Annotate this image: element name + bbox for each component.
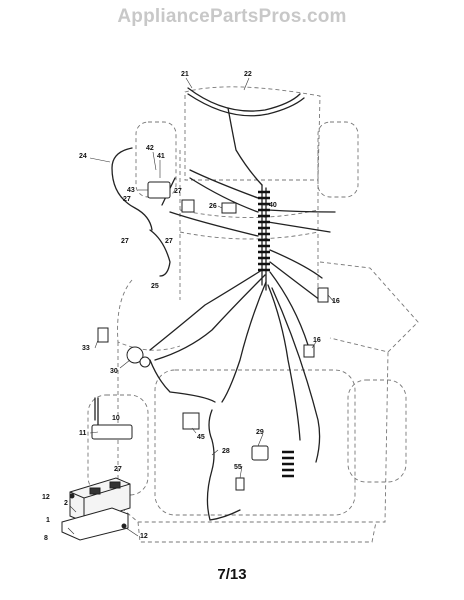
callout-27: 27: [165, 238, 173, 245]
callout-30: 30: [110, 368, 118, 375]
callout-40: 40: [269, 202, 277, 209]
callout-10: 10: [112, 415, 120, 422]
ignition-switch: [147, 181, 171, 199]
callout-27: 27: [121, 238, 129, 245]
callout-27: 27: [174, 188, 182, 195]
callout-55: 55: [234, 464, 242, 471]
tractor-outline: [87, 86, 419, 543]
starter-solenoid: [126, 346, 144, 364]
callout-22: 22: [244, 71, 252, 78]
callout-21: 21: [181, 71, 189, 78]
callout-24: 24: [79, 153, 87, 160]
callout-12: 12: [140, 533, 148, 540]
callout-11: 11: [79, 430, 87, 437]
callout-45: 45: [197, 434, 205, 441]
watermark: AppliancePartsPros.com: [117, 6, 347, 27]
callout-labels: 21 22 24 42 41 43 27 27 27 27 26 40 25 1…: [42, 71, 340, 542]
battery-tray: [61, 507, 129, 541]
callout-42: 42: [146, 145, 154, 152]
callout-26: 26: [209, 203, 217, 210]
fuse-holder: [221, 202, 237, 214]
relay: [181, 199, 195, 213]
callout-16: 16: [313, 337, 321, 344]
harness-coil: [258, 190, 294, 478]
callout-8: 8: [44, 535, 48, 542]
callout-25: 25: [151, 283, 159, 290]
brake-switch: [303, 344, 315, 358]
callout-27: 27: [123, 196, 131, 203]
wire-harness: [94, 87, 336, 521]
fuse-block: [182, 412, 200, 430]
callout-28: 28: [222, 448, 230, 455]
headlight-connector: [97, 327, 109, 343]
callout-43: 43: [127, 187, 135, 194]
battery-hold-down: [91, 424, 133, 440]
callout-41: 41: [157, 153, 165, 160]
callout-1: 1: [46, 517, 50, 524]
callout-33: 33: [82, 345, 90, 352]
callout-29: 29: [256, 429, 264, 436]
page-number: 7/13: [217, 566, 247, 583]
ground-bolt: [235, 477, 245, 491]
callout-2: 2: [64, 500, 68, 507]
leader-lines: [67, 77, 336, 537]
callout-27: 27: [114, 466, 122, 473]
callout-16: 16: [332, 298, 340, 305]
callout-12: 12: [42, 494, 50, 501]
pto-switch: [251, 445, 269, 461]
seat-switch: [317, 287, 329, 303]
